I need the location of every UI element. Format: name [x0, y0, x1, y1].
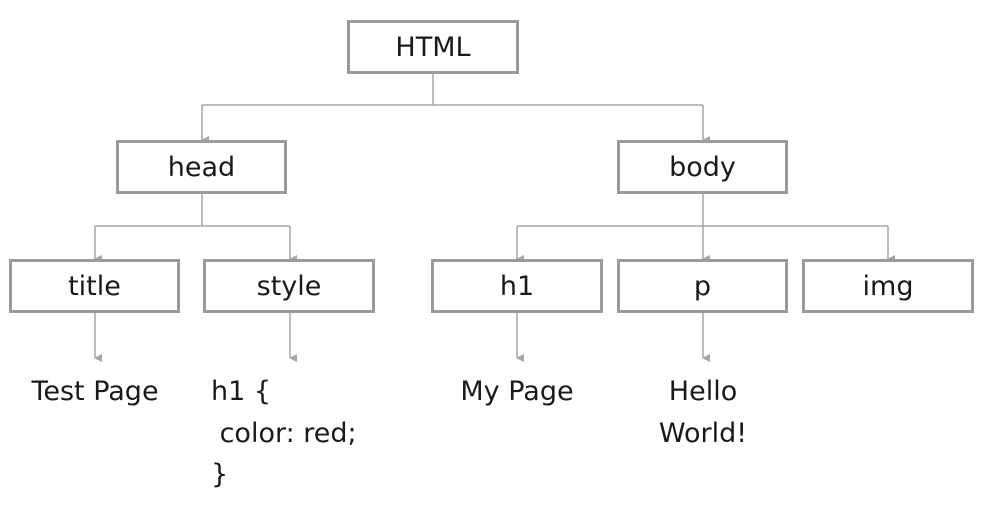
node-img: img	[802, 259, 974, 313]
node-head: head	[116, 140, 287, 194]
node-body: body	[617, 140, 788, 194]
node-html: HTML	[347, 20, 519, 74]
style-line-1: h1 {	[211, 376, 272, 407]
title-text: Test Page	[31, 376, 159, 407]
p-line-2: World!	[658, 418, 748, 449]
style-line-3: }	[211, 459, 229, 490]
node-style: style	[203, 259, 375, 313]
p-line-1: Hello	[668, 376, 738, 407]
node-title: title	[9, 259, 180, 313]
node-h1: h1	[431, 259, 603, 313]
h1-text: My Page	[460, 376, 574, 407]
style-line-2: color: red;	[211, 418, 357, 449]
node-p: p	[617, 259, 788, 313]
